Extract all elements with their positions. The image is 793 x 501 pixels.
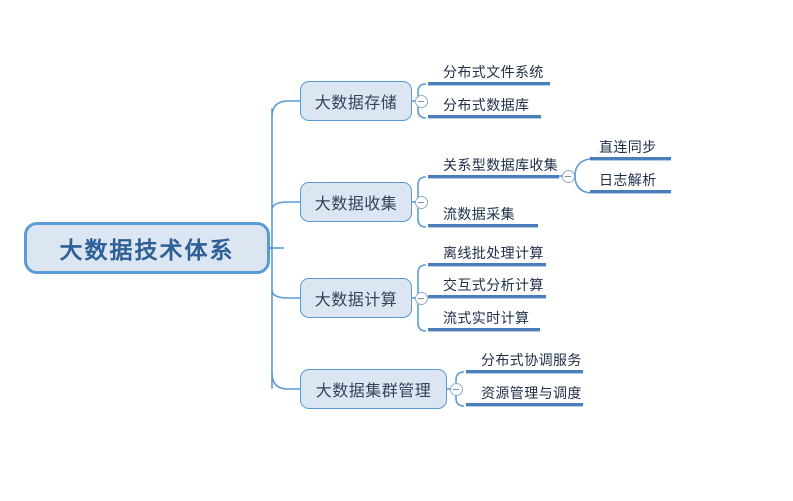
leaf-node-distributed-coordination-service[interactable]: 分布式协调服务	[478, 348, 584, 372]
branch-node-storage[interactable]: 大数据存储	[300, 81, 412, 121]
leaf-node-label: 分布式协调服务	[481, 353, 582, 369]
collapse-minus-icon[interactable]	[562, 170, 575, 183]
branch-node-label: 大数据存储	[314, 93, 398, 112]
leaf-node-offline-batch-computing[interactable]: 离线批处理计算	[440, 241, 546, 265]
leaf-node-label: 分布式数据库	[443, 98, 530, 114]
collapse-minus-icon[interactable]	[415, 196, 428, 209]
collapse-minus-icon[interactable]	[415, 292, 428, 305]
leaf-node-label: 离线批处理计算	[443, 246, 544, 262]
root-node-label: 大数据技术体系	[59, 238, 235, 264]
leaf-node-log-parsing[interactable]: 日志解析	[596, 168, 659, 192]
leaf-node-label: 流数据采集	[443, 207, 515, 223]
leaf-node-label: 资源管理与调度	[481, 386, 582, 402]
leaf-node-distributed-database[interactable]: 分布式数据库	[440, 93, 531, 117]
leaf-node-stream-data-collection[interactable]: 流数据采集	[440, 202, 517, 226]
leaf-node-label: 直连同步	[599, 140, 657, 156]
branch-node-label: 大数据收集	[314, 194, 398, 213]
leaf-node-distributed-file-system[interactable]: 分布式文件系统	[440, 60, 546, 84]
leaf-node-label: 关系型数据库收集	[443, 158, 559, 174]
branch-node-collection[interactable]: 大数据收集	[300, 182, 412, 222]
leaf-node-label: 交互式分析计算	[443, 278, 544, 294]
leaf-node-streaming-realtime-computing[interactable]: 流式实时计算	[440, 306, 531, 330]
branch-node-label: 大数据计算	[314, 290, 398, 309]
collapse-minus-icon[interactable]	[450, 383, 463, 396]
root-node[interactable]: 大数据技术体系	[24, 222, 270, 274]
branch-node-label: 大数据集群管理	[315, 381, 432, 400]
leaf-node-label: 日志解析	[599, 173, 657, 189]
leaf-node-direct-sync[interactable]: 直连同步	[596, 135, 659, 159]
leaf-node-interactive-analysis-computing[interactable]: 交互式分析计算	[440, 273, 546, 297]
branch-node-cluster-management[interactable]: 大数据集群管理	[300, 369, 447, 409]
collapse-minus-icon[interactable]	[415, 95, 428, 108]
leaf-node-relational-database-collection[interactable]: 关系型数据库收集	[440, 153, 560, 177]
leaf-node-label: 分布式文件系统	[443, 65, 544, 81]
branch-node-computing[interactable]: 大数据计算	[300, 278, 412, 318]
leaf-node-resource-management-scheduling[interactable]: 资源管理与调度	[478, 381, 584, 405]
leaf-node-label: 流式实时计算	[443, 311, 530, 327]
